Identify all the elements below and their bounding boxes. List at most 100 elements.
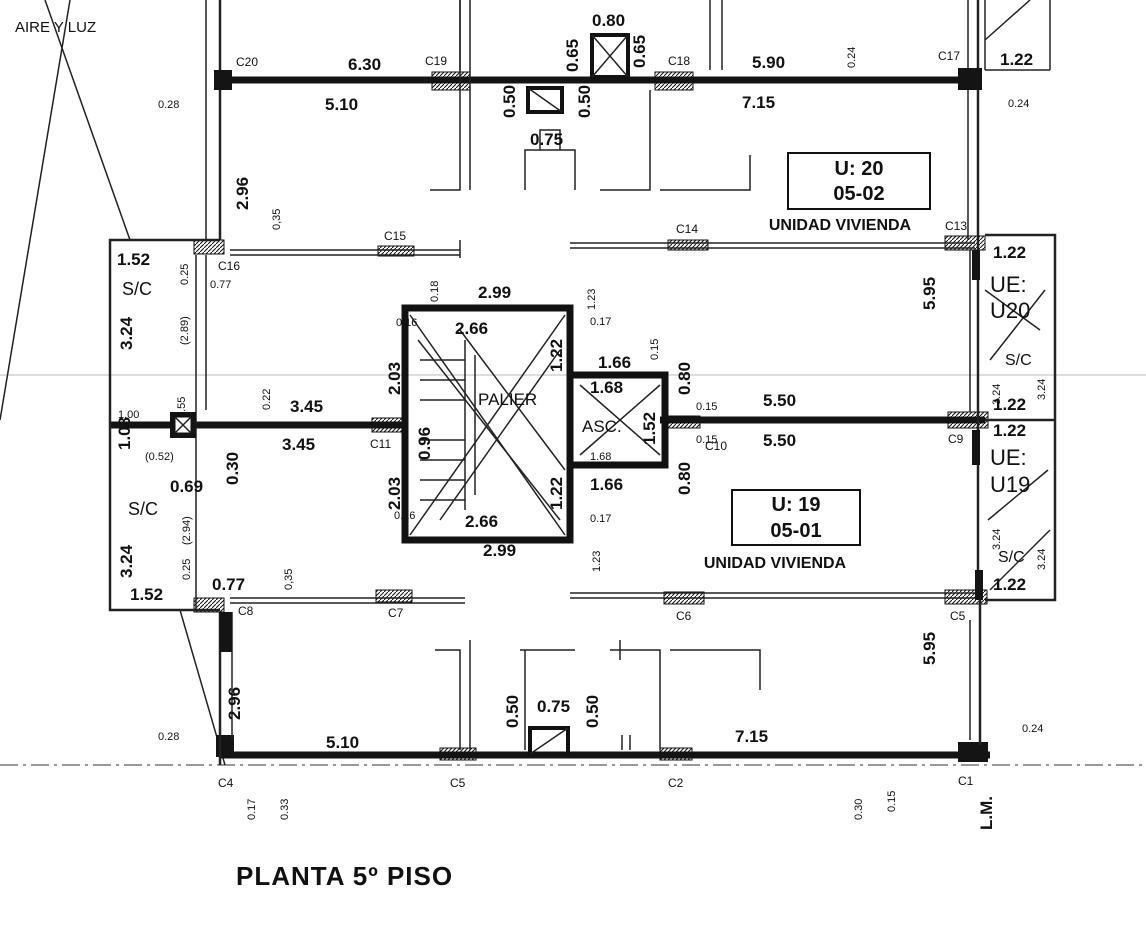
dim: 0.80 (592, 11, 625, 30)
wall (430, 0, 461, 191)
column-c8 (193, 597, 225, 613)
diagonal-line (0, 0, 71, 421)
column-label: C1 (958, 774, 974, 788)
column-c17 (958, 68, 982, 90)
column-label: C5 (450, 776, 466, 790)
wall (600, 90, 651, 191)
column-c2 (659, 747, 693, 761)
column-c10 (665, 415, 701, 429)
dim: 7.15 (742, 93, 775, 112)
column-label: C14 (676, 222, 698, 236)
dim: 0.17 (590, 513, 611, 525)
column-label: C4 (218, 776, 234, 790)
dim: 0.30 (853, 799, 865, 820)
dim: 6.30 (348, 55, 381, 74)
dim: 1.22 (547, 477, 566, 510)
dim: 0.25 (181, 559, 193, 580)
unit-20-type: UNIDAD VIVIENDA (769, 217, 912, 234)
dim: 0.69 (170, 477, 203, 496)
column-label: C10 (705, 439, 727, 453)
wall-right-service (985, 233, 1057, 602)
service-u20: U20 (990, 298, 1030, 323)
dim: 1.66 (590, 475, 623, 494)
dim: 5.10 (326, 733, 359, 752)
room-sc-left-top: S/C (122, 279, 152, 299)
dim: 0.28 (158, 99, 179, 111)
dim: (2.89) (179, 316, 191, 345)
column-c19 (431, 71, 471, 91)
dim: 0.65 (630, 35, 649, 68)
column-label: C17 (938, 49, 960, 63)
service-ue-20: UE: (990, 272, 1027, 297)
stair-core (401, 304, 574, 544)
dim: 5.95 (920, 277, 939, 310)
dim: 0.24 (1008, 98, 1029, 110)
dim: 5.95 (920, 632, 939, 665)
dim: 3.45 (282, 435, 315, 454)
dim: 0.50 (500, 85, 519, 118)
dim: 2.03 (385, 362, 404, 395)
dim: 0.15 (649, 339, 661, 360)
dim: 1.52 (640, 412, 659, 445)
dim: 3.45 (290, 397, 323, 416)
dim: 1.23 (586, 289, 598, 310)
room-elevator: ASC. (582, 417, 622, 436)
unit-20-code: U: 20 (835, 158, 884, 180)
dim: 0.16 (396, 317, 417, 329)
service-u19: U19 (990, 472, 1030, 497)
column-label: C9 (948, 432, 964, 446)
column-label: C11 (370, 437, 391, 451)
dim: 2.96 (225, 687, 244, 720)
column-c16 (193, 239, 225, 255)
unit-box-20 (787, 152, 931, 210)
dim: 0.33 (279, 799, 291, 820)
dim: 1.22 (1000, 50, 1033, 69)
dim: 5.10 (325, 95, 358, 114)
dim: 1.68 (590, 378, 623, 397)
service-ue-19: UE: (990, 445, 1027, 470)
dim: 0.28 (158, 731, 179, 743)
dim: 3.24 (1036, 379, 1048, 400)
wall (524, 149, 576, 190)
dim: 2.66 (455, 319, 488, 338)
dim: 5.50 (763, 431, 796, 450)
dim: 0.24 (1022, 723, 1043, 735)
column-c14 (667, 239, 709, 251)
dim: 0.15 (886, 791, 898, 812)
dim: 0.65 (563, 39, 582, 72)
column-label: C15 (384, 229, 406, 243)
room-sc-right-top: S/C (1005, 352, 1032, 369)
dim: 2.03 (385, 477, 404, 510)
dim: 3.24 (991, 529, 1003, 550)
dim: 0,35 (271, 209, 283, 230)
dim: 0.77 (212, 575, 245, 594)
dim: 0.80 (675, 462, 694, 495)
wall (108, 238, 220, 425)
column-label: C20 (236, 55, 258, 69)
dim: 2.96 (233, 177, 252, 210)
column-label: C5 (950, 609, 966, 623)
dim: 3.24 (1036, 549, 1048, 570)
unit-box-19 (731, 489, 861, 546)
dim: 0.30 (223, 452, 242, 485)
column-c11 (371, 417, 405, 433)
dim: 3.24 (117, 316, 136, 350)
dim: (0.52) (145, 451, 174, 463)
dim: 0.75 (537, 697, 570, 716)
wall (108, 425, 220, 612)
dim: L.M. (977, 796, 996, 830)
dim: 1.68 (590, 451, 611, 463)
wall (435, 649, 461, 750)
dim: 7.15 (735, 727, 768, 746)
dim: 0.77 (210, 279, 231, 291)
dim: 1.22 (993, 575, 1026, 594)
column-label: C8 (238, 604, 254, 618)
dim: 3.24 (991, 384, 1003, 405)
dim: 1.00 (118, 409, 139, 421)
dim: 1.08 (115, 417, 134, 450)
elevator-shaft (570, 371, 669, 469)
column-label: C19 (425, 54, 447, 68)
corner-note: AIRE Y LUZ (15, 19, 96, 36)
column-c5 (439, 747, 477, 761)
